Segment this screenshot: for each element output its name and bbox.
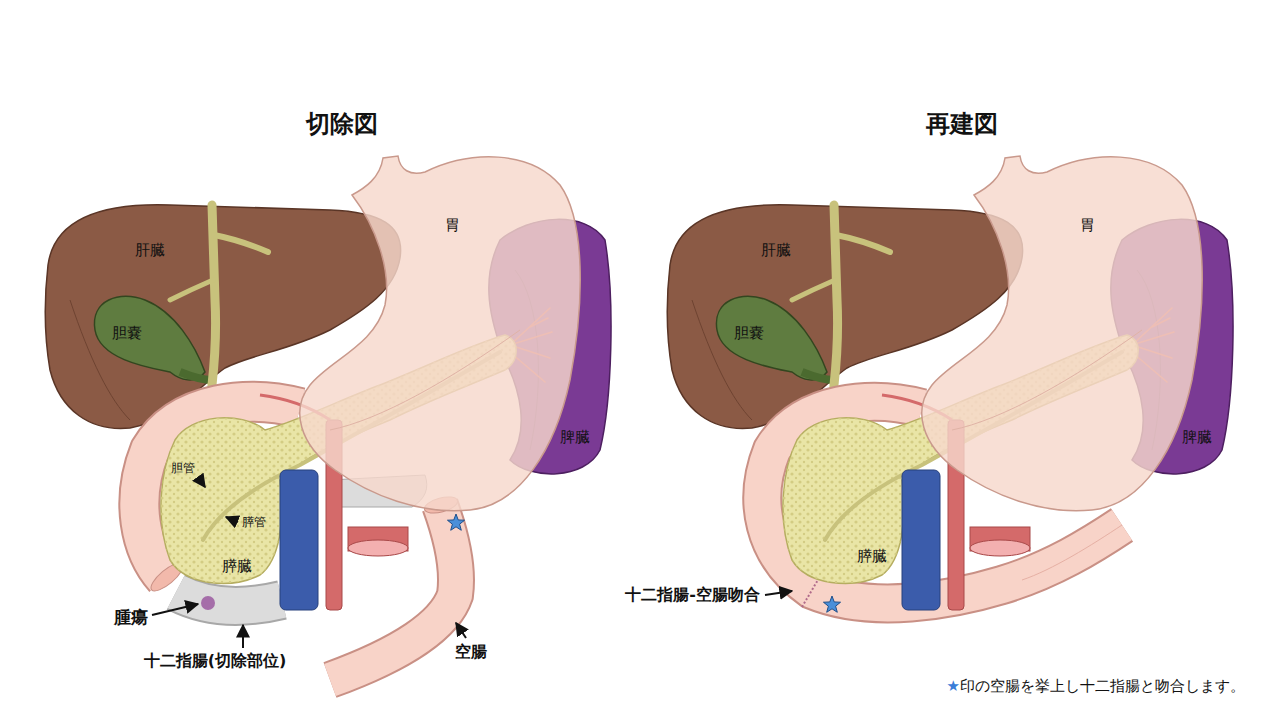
callout-label: 十二指腸(切除部位) [144, 651, 287, 670]
star-mark [447, 514, 464, 530]
star-mark [823, 596, 840, 612]
organ-label: 肝臓 [761, 241, 791, 259]
gallbladder [94, 296, 212, 380]
caption-text: 印の空腸を挙上し十二指腸と吻合します。 [960, 677, 1245, 695]
organ-label: 胆嚢 [112, 324, 142, 342]
part-label: 膵管 [242, 515, 266, 529]
callout-label: 空腸 [455, 642, 487, 661]
callout-label: 腫瘍 [114, 607, 148, 627]
gallbladder [716, 296, 834, 380]
organ-label: 胆嚢 [734, 324, 764, 342]
leader-lines [765, 591, 792, 595]
reconstruction-figure [667, 156, 1233, 612]
callout-label: 十二指腸-空腸吻合 [625, 585, 760, 604]
part-label: 胆管 [171, 461, 195, 475]
organ-label: 胃 [1080, 216, 1095, 234]
organ-label: 胃 [445, 216, 460, 234]
resection-figure [45, 156, 611, 680]
stomach [922, 156, 1202, 511]
leader-lines [152, 477, 466, 648]
organ-label: 膵臓 [857, 547, 887, 565]
organ-label: 膵臓 [222, 557, 252, 575]
organ-label: 脾臓 [1182, 428, 1212, 446]
panel-heading: 再建図 [926, 110, 998, 139]
organ-label: 脾臓 [560, 428, 590, 446]
panel-heading: 切除図 [306, 110, 378, 139]
star-symbol: ★ [947, 677, 960, 695]
organ-label: 肝臓 [135, 241, 165, 259]
jejunum [330, 494, 459, 680]
stomach [300, 156, 580, 511]
caption: ★印の空腸を挙上し十二指腸と吻合します。 [947, 677, 1245, 695]
